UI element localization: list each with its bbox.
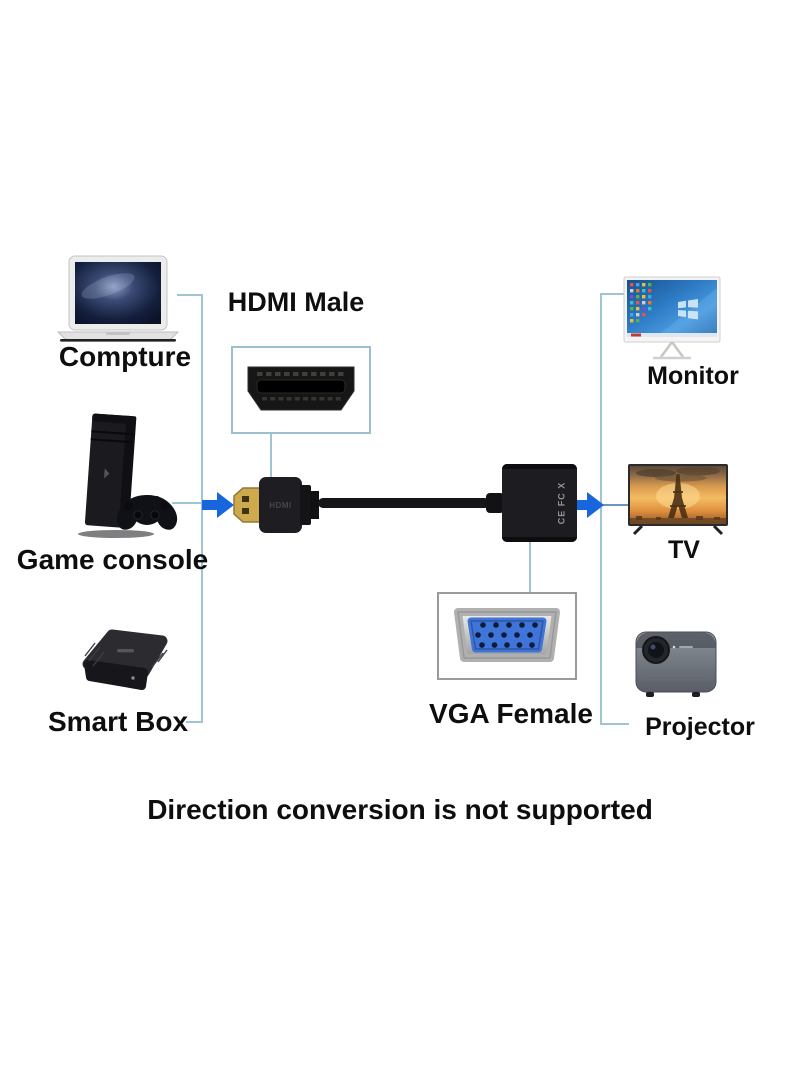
game-console-label: Game console [16,544,209,575]
tv-connector-line [602,504,629,506]
vga-female-callout-box [437,592,577,680]
gamepad-icon [116,495,178,530]
adapter-strain-relief [300,485,311,525]
right-flow-arrow-icon [572,492,606,518]
hdmi-box-drop-line [270,433,272,480]
hdmi-connector-face-icon [247,366,355,411]
housing-top-bevel [502,464,577,469]
direction-note: Direction conversion is not supported [147,794,653,825]
computer-label: Compture [58,341,192,372]
adapter-cable-boot [486,493,504,513]
adapter-vga-housing [502,464,577,542]
hdmi-plug-icon [233,487,262,523]
smart-box-label: Smart Box [47,706,189,737]
projector-label: Projector [645,713,755,741]
hdmi-male-label: HDMI Male [227,287,365,317]
hdmi-male-callout-box [231,346,371,434]
console-connector-line [172,502,202,504]
projector-connector-line [601,723,629,725]
smart-box-image [82,629,168,690]
vga-box-drop-line [529,542,531,594]
projector-image [635,631,717,697]
left-flow-arrow-icon [202,492,236,518]
smartbox-connector-line [186,721,202,723]
adapter-body-text: HDMI [269,500,292,510]
tv-label: TV [668,536,700,564]
adapter-strain-relief-2 [310,491,319,519]
tv-image [628,464,728,536]
vga-connector-face-icon [454,608,560,662]
monitor-connector-line [601,293,624,295]
adapter-certification-markings: CE FC X [556,481,567,525]
housing-bottom-bevel [502,537,577,542]
monitor-label: Monitor [647,362,739,390]
vga-female-label: VGA Female [429,698,593,729]
laptop-connector-line [177,294,202,296]
monitor-image [623,276,721,360]
game-console-image [78,413,178,538]
adapter-hdmi-body: HDMI [259,477,302,533]
adapter-cable [318,498,490,508]
laptop-image [56,255,180,342]
